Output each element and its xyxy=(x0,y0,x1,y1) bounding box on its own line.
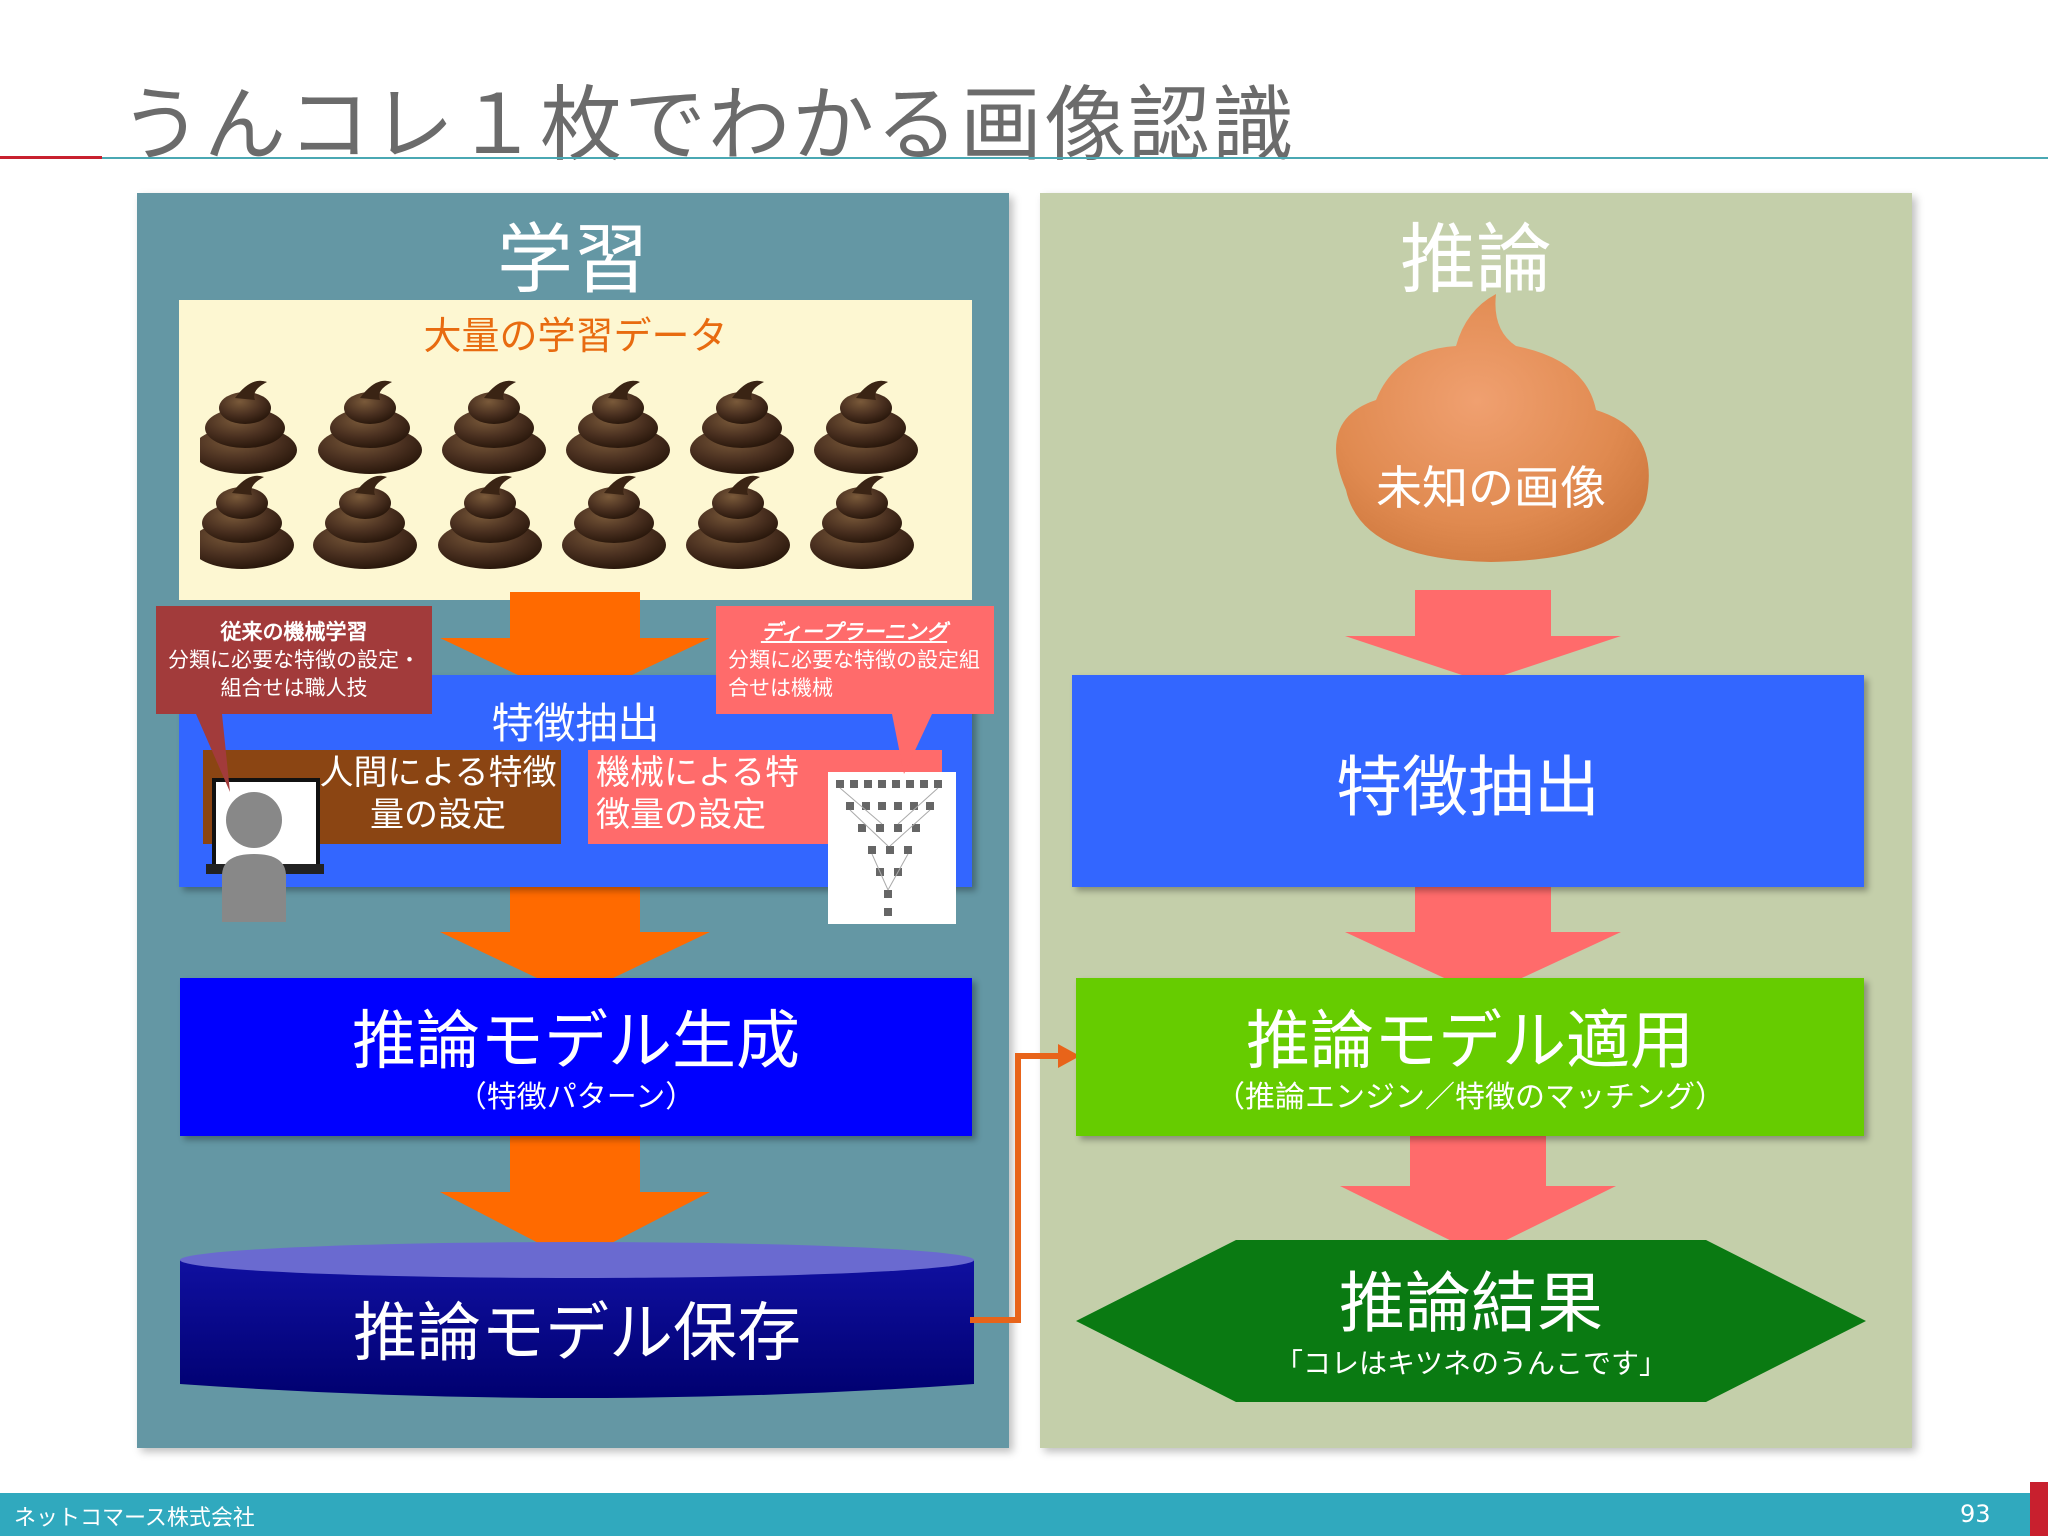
poop-grid xyxy=(200,380,918,569)
callout-traditional-ml: 従来の機械学習 分類に必要な特徴の設定・組合せは職人技 xyxy=(162,616,426,702)
poop-icon-6 xyxy=(814,380,918,474)
slide-title: うんコレ１枚でわかる画像認識 xyxy=(120,78,1297,173)
arrow-feature-to-model xyxy=(440,866,710,996)
footer-red-accent xyxy=(2030,1482,2048,1536)
poop-icon-1 xyxy=(200,380,297,474)
connector-save-to-apply xyxy=(970,1044,1080,1323)
title-rule-teal xyxy=(102,157,2048,159)
inference-heading: 推論 xyxy=(1400,215,1552,304)
arrow-model-to-save xyxy=(440,1122,710,1262)
arrow-unknown-to-feature xyxy=(1345,590,1621,682)
title-rule-red xyxy=(0,156,102,159)
poop-icon-4 xyxy=(566,380,670,474)
result-hexagon xyxy=(1076,1240,1866,1402)
unknown-image-label: 未知の画像 xyxy=(1376,461,1606,515)
result-label: 推論結果 xyxy=(1339,1265,1603,1342)
poop-icon-12 xyxy=(810,475,914,569)
callout-deep-learning-title: ディープラーニング xyxy=(760,620,948,644)
model-apply-sub: （推論エンジン／特徴のマッチング） xyxy=(1215,1080,1725,1115)
learning-heading: 学習 xyxy=(497,215,649,304)
poop-icon-7 xyxy=(200,475,294,569)
poop-icon-5 xyxy=(690,380,794,474)
arrow-feature-to-apply xyxy=(1345,866,1621,996)
callout-traditional-ml-body: 分類に必要な特徴の設定・組合せは職人技 xyxy=(168,648,420,700)
callout-deep-learning-body: 分類に必要な特徴の設定組合せは機械 xyxy=(728,648,980,700)
model-generation-box xyxy=(180,978,972,1136)
training-data-label: 大量の学習データ xyxy=(423,314,728,358)
callout-right-shape xyxy=(716,606,994,774)
human-feature-label: 人間による特徴量の設定 xyxy=(319,753,557,835)
arrow-apply-to-result xyxy=(1340,1118,1616,1254)
unknown-image-icon xyxy=(1336,294,1649,562)
poop-icon-2 xyxy=(318,380,422,474)
poop-icon-3 xyxy=(442,380,546,474)
arrow-data-to-feature xyxy=(440,592,710,702)
model-generation-label: 推論モデル生成 xyxy=(352,1005,800,1079)
callout-left-shape xyxy=(156,606,432,792)
model-apply-label: 推論モデル適用 xyxy=(1246,1005,1694,1079)
model-generation-sub: （特徴パターン） xyxy=(456,1080,696,1115)
inference-feature-label: 特徴抽出 xyxy=(1336,749,1600,826)
poop-icon-8 xyxy=(313,475,417,569)
model-save-label: 推論モデル保存 xyxy=(353,1297,801,1371)
footer-bar xyxy=(0,1493,2048,1536)
machine-feature-label: 機械による特徴量の設定 xyxy=(596,753,799,835)
callout-deep-learning: ディープラーニング 分類に必要な特徴の設定組合せは機械 xyxy=(728,616,980,702)
model-save-cylinder xyxy=(180,1242,974,1398)
poop-icon-9 xyxy=(438,475,542,569)
poop-icon-10 xyxy=(562,475,666,569)
footer-company: ネットコマース株式会社 xyxy=(14,1506,255,1531)
person-computer-icon xyxy=(206,778,324,922)
result-sub: 「コレはキツネのうんこです」 xyxy=(1274,1347,1667,1380)
poop-icon-11 xyxy=(686,475,790,569)
neural-network-icon xyxy=(828,772,956,924)
footer-page-number: 93 xyxy=(1960,1500,1991,1528)
inference-feature-box xyxy=(1072,675,1864,887)
callout-traditional-ml-title: 従来の機械学習 xyxy=(220,620,368,644)
model-apply-box xyxy=(1076,978,1864,1136)
learning-feature-title: 特徴抽出 xyxy=(491,699,660,748)
